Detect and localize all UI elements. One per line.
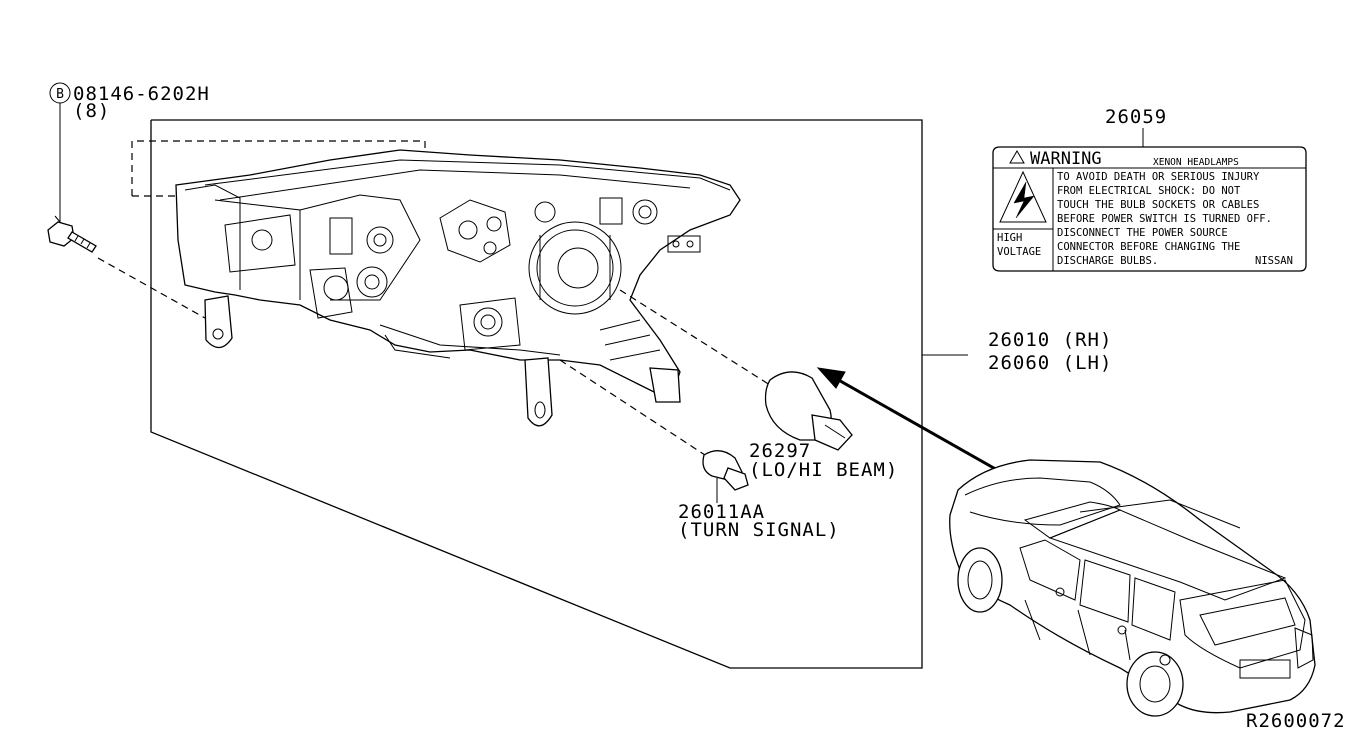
bolt-circle-letter: B: [56, 87, 64, 102]
warning-text-line: FROM ELECTRICAL SHOCK: DO NOT: [1057, 185, 1241, 197]
warning-triangle-icon: [1009, 150, 1025, 164]
bolt-callout: B 08146-6202H (8): [49, 82, 210, 223]
turn-bulb-description: (TURN SIGNAL): [678, 519, 840, 541]
bolt-part-number: 08146-6202H: [73, 83, 210, 105]
headlamp-part-lh: 26060 (LH): [988, 352, 1112, 374]
headlamp-housing-drawing: [175, 149, 741, 427]
beam-bulb-part-number: 26297: [749, 440, 811, 462]
turn-bulb-part-number: 26011AA: [678, 501, 765, 523]
vehicle-drawing: [949, 459, 1316, 717]
assembly-frame: [150, 119, 923, 669]
hazard-line-2: VOLTAGE: [997, 246, 1041, 258]
diagram-code: R2600072: [1246, 710, 1346, 732]
warning-text-line: CONNECTOR BEFORE CHANGING THE: [1057, 241, 1240, 253]
bolt-icon: [47, 221, 97, 253]
hazard-line-1: HIGH: [997, 232, 1022, 244]
warning-subheading: XENON HEADLAMPS: [1153, 157, 1239, 168]
warning-brand: NISSAN: [1255, 255, 1293, 267]
warning-text-line: TOUCH THE BULB SOCKETS OR CABLES: [1057, 199, 1259, 211]
location-arrow: [816, 367, 1023, 486]
beam-bulb-icon: [764, 371, 853, 451]
turn-bulb-icon: [702, 450, 749, 491]
warning-text-line: DISCONNECT THE POWER SOURCE: [1057, 227, 1228, 239]
warning-text-line: DISCHARGE BULBS.: [1057, 255, 1158, 267]
warning-heading: WARNING: [1030, 149, 1102, 169]
warning-text-line: TO AVOID DEATH OR SERIOUS INJURY: [1057, 171, 1260, 183]
warning-text-line: BEFORE POWER SWITCH IS TURNED OFF.: [1057, 213, 1272, 225]
headlamp-part-rh: 26010 (RH): [988, 329, 1112, 351]
beam-bulb-description: (LO/HI BEAM): [749, 459, 898, 481]
high-voltage-icon: [999, 170, 1047, 223]
bolt-quantity: (8): [73, 100, 110, 122]
warning-label: 26059 WARNING XENON HEADLAMPS HIGH VOLTA…: [992, 106, 1307, 272]
warning-label-part-number: 26059: [1105, 106, 1167, 128]
